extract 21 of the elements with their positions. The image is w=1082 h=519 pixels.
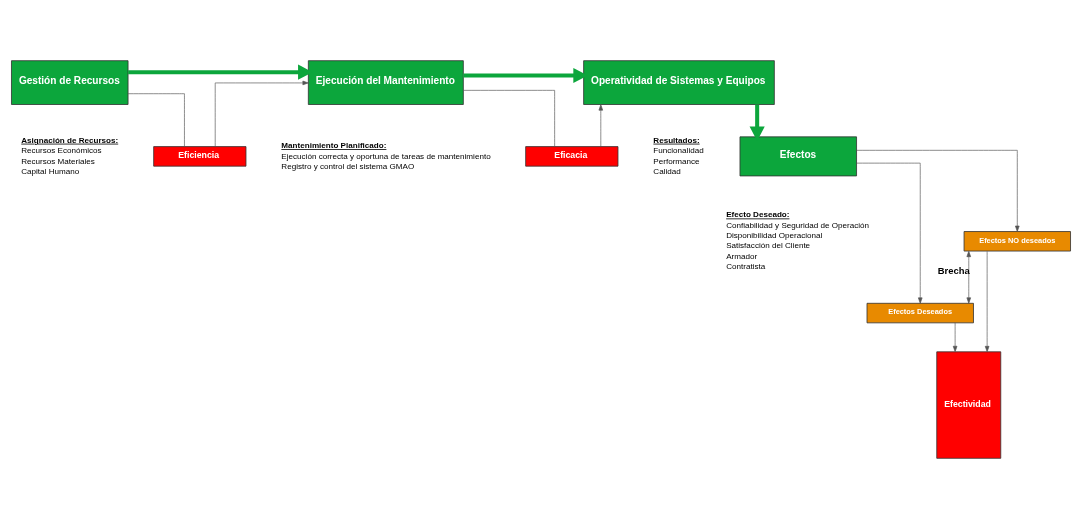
- node-box: Operatividad de Sistemas y Equipos: [583, 60, 775, 105]
- node-box: Eficiencia: [153, 146, 247, 167]
- edge-label: Brecha: [937, 265, 970, 276]
- arrow: [984, 250, 990, 353]
- arrow: [463, 67, 588, 84]
- node-box: Efectividad: [936, 351, 1002, 459]
- arrow: [598, 104, 604, 147]
- node-box: Ejecución del Mantenimiento: [307, 60, 464, 105]
- arrow: [749, 104, 765, 141]
- node-box: Efectos Deseados: [866, 302, 974, 324]
- connector: [127, 93, 185, 147]
- node-box: Gestión de Recursos: [11, 60, 129, 105]
- arrow: [214, 80, 309, 147]
- arrow: [966, 250, 971, 304]
- node-box: Eficacia: [525, 146, 619, 167]
- arrow: [856, 162, 923, 304]
- arrow: [952, 322, 958, 352]
- node-box: Efectos: [739, 136, 857, 177]
- node-box: Efectos NO deseados: [963, 231, 1071, 252]
- arrow: [856, 150, 1020, 232]
- connector: [463, 90, 555, 147]
